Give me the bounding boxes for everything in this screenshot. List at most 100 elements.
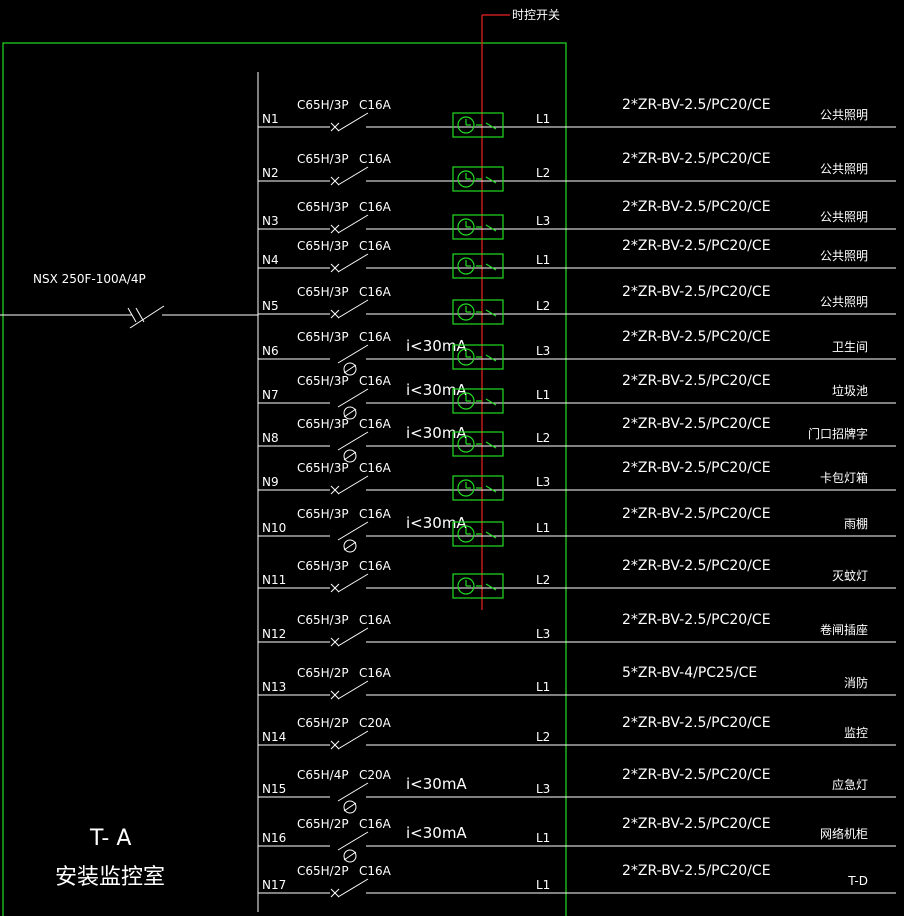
breaker-rating: C16A (359, 285, 392, 299)
cable-spec: 2*ZR-BV-2.5/PC20/CE (622, 506, 771, 522)
breaker-contact (337, 166, 369, 186)
timer-switch-contact (485, 122, 497, 130)
breaker-contact (337, 782, 369, 802)
panel-name: T- A (89, 826, 131, 851)
circuit-id: N4 (262, 253, 279, 267)
timer-clock-icon (457, 479, 475, 497)
breaker-x-mark-2 (330, 224, 340, 234)
timer-switch-contact (485, 176, 497, 184)
breaker-contact (337, 431, 369, 451)
breaker-type: C65H/4P (297, 768, 349, 782)
cable-spec: 2*ZR-BV-2.5/PC20/CE (622, 416, 771, 432)
rcd-symbol (343, 449, 357, 463)
timer-switch-box (452, 299, 504, 325)
load-name: 公共照明 (820, 162, 868, 176)
cable-spec: 2*ZR-BV-2.5/PC20/CE (622, 715, 771, 731)
circuit-id: N17 (262, 878, 286, 892)
rcd-rating: i<30mA (406, 337, 467, 355)
phase-label: L3 (536, 214, 550, 228)
breaker-rating: C16A (359, 200, 392, 214)
timer-switch-contact (485, 354, 497, 362)
timer-clock-icon (457, 116, 475, 134)
load-name: 灭蚊灯 (832, 568, 868, 583)
timer-switch-contact (485, 583, 497, 591)
circuit-id: N9 (262, 475, 279, 489)
circuit-id: N3 (262, 214, 279, 228)
breaker-type: C65H/3P (297, 285, 349, 299)
circuit-id: N14 (262, 730, 286, 744)
breaker-x-mark-2 (330, 583, 340, 593)
load-name: 卫生间 (832, 340, 868, 354)
breaker-type: C65H/3P (297, 417, 349, 431)
breaker-x-mark-2 (330, 637, 340, 647)
breaker-type: C65H/2P (297, 864, 349, 878)
breaker-contact (337, 573, 369, 593)
load-name: 公共照明 (820, 295, 868, 309)
cable-spec: 2*ZR-BV-2.5/PC20/CE (622, 373, 771, 389)
breaker-x-mark-2 (330, 122, 340, 132)
load-name: 消防 (844, 675, 868, 690)
main-breaker-mark-a (127, 307, 137, 323)
breaker-rating: C20A (359, 768, 392, 782)
load-name: T-D (847, 874, 868, 888)
timer-clock-icon (457, 435, 475, 453)
timer-clock-icon (457, 170, 475, 188)
timer-switch-contact (485, 398, 497, 406)
timer-clock-icon (457, 525, 475, 543)
phase-label: L2 (536, 299, 550, 313)
breaker-type: C65H/3P (297, 330, 349, 344)
breaker-contact (337, 344, 369, 364)
breaker-contact (337, 730, 369, 750)
main-breaker-contact (129, 305, 165, 329)
cable-spec: 2*ZR-BV-2.5/PC20/CE (622, 863, 771, 879)
breaker-contact (337, 878, 369, 898)
breaker-rating: C16A (359, 613, 392, 627)
load-name: 公共照明 (820, 108, 868, 122)
rcd-symbol (343, 849, 357, 863)
main-breaker-mark-b (135, 307, 145, 323)
timer-clock-icon (457, 577, 475, 595)
timer-switch-contact (485, 309, 497, 317)
circuit-id: N5 (262, 299, 279, 313)
breaker-type: C65H/2P (297, 666, 349, 680)
breaker-type: C65H/3P (297, 461, 349, 475)
rcd-rating: i<30mA (406, 514, 467, 532)
breaker-x-mark-2 (330, 690, 340, 700)
circuit-id: N2 (262, 166, 279, 180)
main-breaker-label: NSX 250F-100A/4P (33, 272, 146, 286)
breaker-contact (337, 253, 369, 273)
load-name: 卡包灯箱 (820, 470, 868, 485)
phase-label: L1 (536, 878, 550, 892)
cable-spec: 2*ZR-BV-2.5/PC20/CE (622, 284, 771, 300)
phase-label: L1 (536, 112, 550, 126)
rcd-symbol (343, 800, 357, 814)
timer-switch-contact (485, 224, 497, 232)
phase-label: L3 (536, 475, 550, 489)
breaker-contact (337, 475, 369, 495)
circuit-id: N10 (262, 521, 286, 535)
cable-spec: 5*ZR-BV-4/PC25/CE (622, 665, 757, 681)
load-name: 网络机柜 (820, 826, 868, 841)
timer-switch-box (452, 344, 504, 370)
breaker-rating: C16A (359, 864, 392, 878)
cable-spec: 2*ZR-BV-2.5/PC20/CE (622, 558, 771, 574)
load-name: 门口招牌字 (808, 426, 868, 441)
circuit-id: N13 (262, 680, 286, 694)
breaker-x-mark-2 (330, 176, 340, 186)
phase-label: L1 (536, 388, 550, 402)
breaker-type: C65H/3P (297, 98, 349, 112)
timer-clock-icon (457, 348, 475, 366)
breaker-type: C65H/3P (297, 239, 349, 253)
phase-label: L1 (536, 253, 550, 267)
breaker-x-mark-2 (330, 309, 340, 319)
phase-label: L3 (536, 627, 550, 641)
rcd-symbol-slash (343, 541, 357, 551)
phase-label: L2 (536, 730, 550, 744)
circuit-id: N1 (262, 112, 279, 126)
rcd-symbol-slash (343, 364, 357, 374)
rcd-symbol-slash (343, 408, 357, 418)
phase-label: L1 (536, 680, 550, 694)
rcd-symbol-slash (343, 802, 357, 812)
timer-switch-box (452, 431, 504, 457)
circuit-id: N12 (262, 627, 286, 641)
